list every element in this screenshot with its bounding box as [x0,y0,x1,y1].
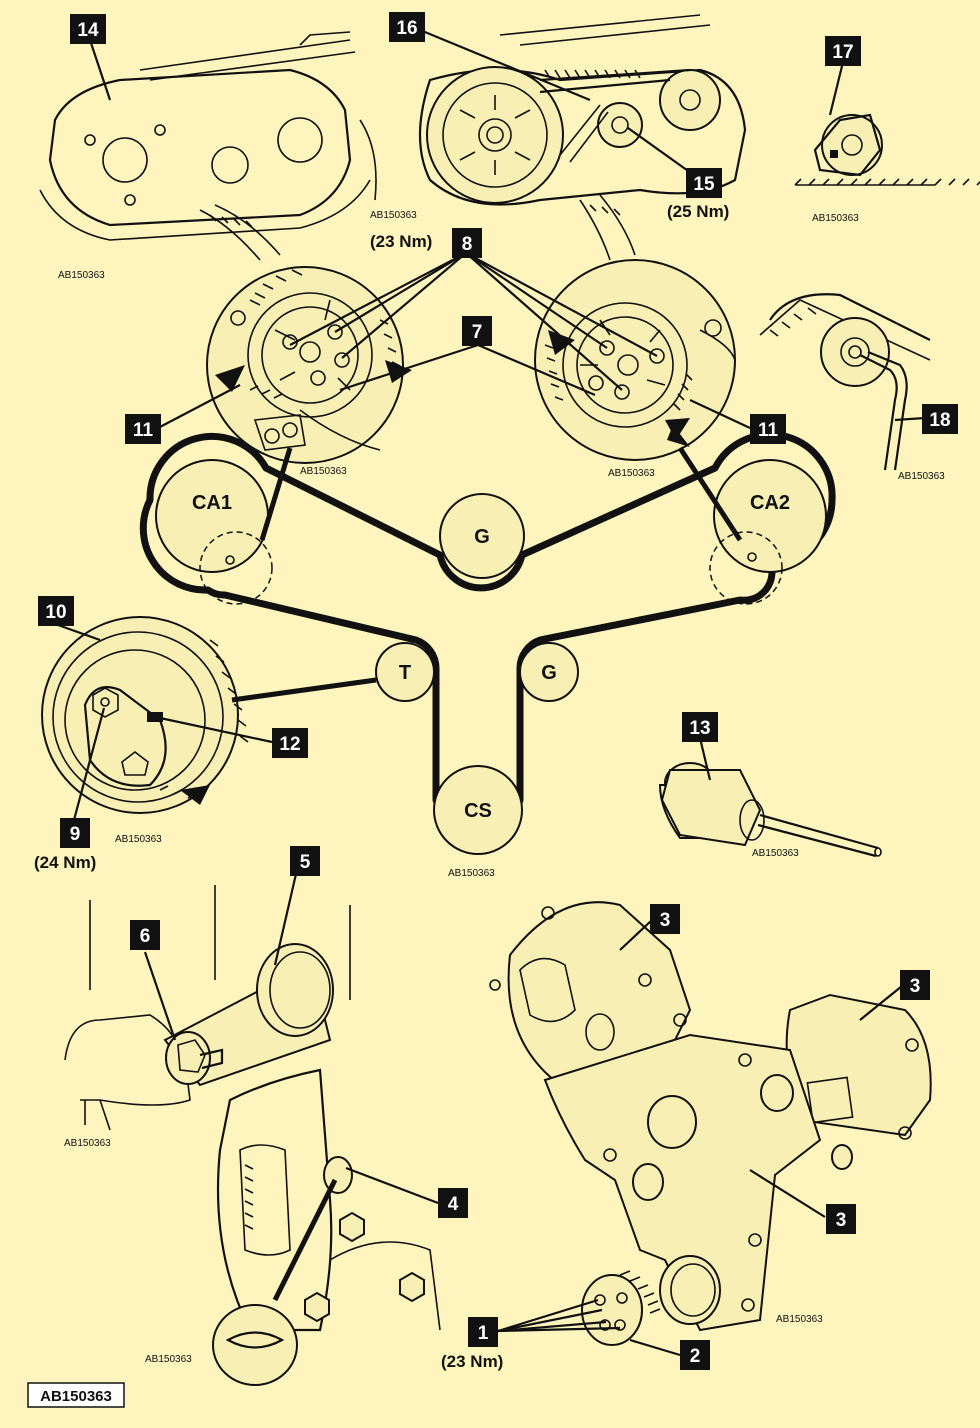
callout-6: 6 [130,920,160,950]
panel-16-belt-installed [418,14,747,261]
svg-text:3: 3 [660,910,671,931]
callout-17: 17 [825,36,861,66]
torque-1: (23 Nm) [441,1352,503,1371]
ref-code-belt: AB150363 [448,868,495,879]
svg-text:17: 17 [832,42,853,63]
svg-text:12: 12 [279,734,300,755]
pulley-label-g-top: G [474,526,490,548]
torque-9: (24 Nm) [34,853,96,872]
callouts: 14 16 17 15 8 7 11 11 18 10 12 13 9 5 6 … [38,12,958,1370]
svg-text:9: 9 [70,824,81,845]
pulley-label-ca2: CA2 [750,492,790,514]
callout-7: 7 [462,316,492,346]
callout-3-top: 3 [650,904,680,934]
camshaft-sprocket-right [534,259,736,461]
ref-code-17: AB150363 [812,213,859,224]
footer-code: AB150363 [27,1382,125,1408]
pulley-label-ca1: CA1 [192,492,232,514]
svg-text:5: 5 [300,852,311,873]
callout-3-lower: 3 [826,1204,856,1234]
ref-code-3: AB150363 [776,1314,823,1325]
pulley-label-cs: CS [464,800,492,822]
belt-routing-diagram: CA1 CA2 G T G CS [139,425,836,855]
torque-15: (25 Nm) [667,202,729,221]
callout-14: 14 [70,14,106,44]
svg-text:3: 3 [910,976,921,997]
ref-code-10: AB150363 [115,834,162,845]
svg-text:16: 16 [396,18,417,39]
svg-text:15: 15 [693,174,715,195]
callout-11-left: 11 [125,414,161,444]
callout-3-right: 3 [900,970,930,1000]
callout-1: 1 [468,1317,498,1347]
ref-code-18: AB150363 [898,471,945,482]
ref-code-cam-right: AB150363 [608,468,655,479]
panel-17-tensioner-detail [794,61,980,186]
ref-code-cam-left: AB150363 [300,466,347,477]
callout-18: 18 [922,404,958,434]
svg-text:3: 3 [836,1210,847,1231]
pulley-label-g-low: G [541,662,557,684]
callout-9: 9 [60,818,90,848]
panel-13-locking-tool [658,737,882,858]
svg-text:11: 11 [758,420,779,441]
panel-5-6-crank-detail [64,873,351,1131]
svg-text:13: 13 [689,718,710,739]
ref-code-4: AB150363 [145,1354,192,1365]
ref-code-14: AB150363 [58,270,105,281]
callout-2: 2 [680,1340,710,1370]
ref-code-16: AB150363 [370,210,417,221]
callout-11-right: 11 [750,414,786,444]
panel-4-lower-cover [212,1068,441,1386]
footer-code-text: AB150363 [40,1388,112,1405]
callout-15: 15 [686,168,722,198]
svg-text:8: 8 [462,234,473,255]
svg-text:11: 11 [133,420,154,441]
torque-8: (23 Nm) [370,232,432,251]
svg-text:10: 10 [45,602,66,623]
callout-13: 13 [682,712,718,742]
panel-18-tensioner-tool [759,293,931,471]
ref-code-5-6: AB150363 [64,1138,111,1149]
callout-5: 5 [290,846,320,876]
svg-text:4: 4 [448,1194,459,1215]
callout-16: 16 [389,12,425,42]
pulley-label-t: T [399,662,411,684]
svg-text:18: 18 [929,410,950,431]
reference-codes: AB150363 AB150363 AB150363 AB150363 AB15… [58,210,945,1365]
callout-8: 8 [452,228,482,258]
panel-3-covers [489,901,932,1357]
camshaft-sprocket-left [206,266,412,464]
svg-text:7: 7 [472,322,483,343]
svg-text:6: 6 [140,926,151,947]
svg-text:14: 14 [77,20,99,41]
panel-14-timing-cover [39,31,377,261]
torque-labels: (23 Nm) (25 Nm) (24 Nm) (23 Nm) [34,202,729,1371]
camshaft-leaders [157,252,751,429]
callout-4: 4 [438,1188,468,1218]
callout-12: 12 [272,728,308,758]
panel-10-tensioner [41,616,377,821]
svg-text:2: 2 [690,1346,701,1367]
callout-10: 10 [38,596,74,626]
svg-text:1: 1 [478,1323,489,1344]
ref-code-13: AB150363 [752,848,799,859]
